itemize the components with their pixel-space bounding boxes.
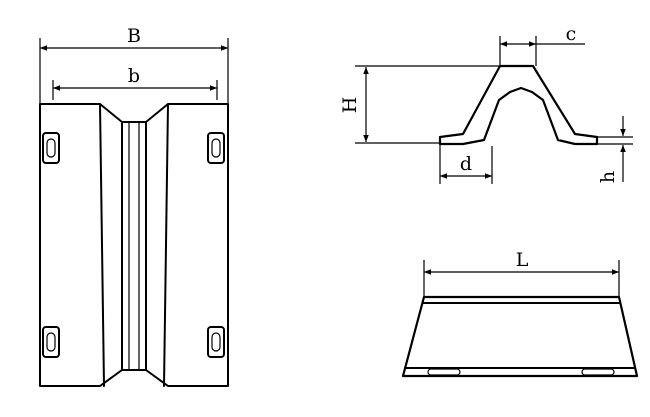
label-b: b xyxy=(128,65,140,87)
front-edge-right xyxy=(163,103,169,387)
dimension-B: B xyxy=(40,25,228,51)
label-L: L xyxy=(516,249,529,271)
bolt-slot-bottom-right xyxy=(207,326,225,358)
base-slot-left xyxy=(427,368,461,376)
section-profile xyxy=(438,64,599,146)
dimension-d: d xyxy=(439,144,493,184)
dimension-L: L xyxy=(423,249,620,300)
label-H: H xyxy=(339,97,361,114)
front-edge-left xyxy=(99,103,105,387)
label-B: B xyxy=(127,25,141,47)
side-view: L xyxy=(401,249,639,378)
label-c: c xyxy=(566,23,577,45)
dimension-b: b xyxy=(53,65,217,91)
dimension-H: H xyxy=(339,65,500,144)
bolt-slot-bottom-left xyxy=(42,326,60,358)
side-profile xyxy=(401,295,639,378)
label-h: h xyxy=(597,171,619,183)
dimension-c: c xyxy=(499,23,585,66)
bolt-slot-top-right xyxy=(207,132,225,164)
bolt-slot-top-left xyxy=(42,132,60,164)
cross-section-view: H c d h xyxy=(339,23,633,184)
dimension-h: h xyxy=(597,116,633,183)
label-d: d xyxy=(460,153,472,175)
front-view: B b xyxy=(39,25,229,387)
base-slot-right xyxy=(581,368,615,376)
front-outline xyxy=(39,103,229,387)
